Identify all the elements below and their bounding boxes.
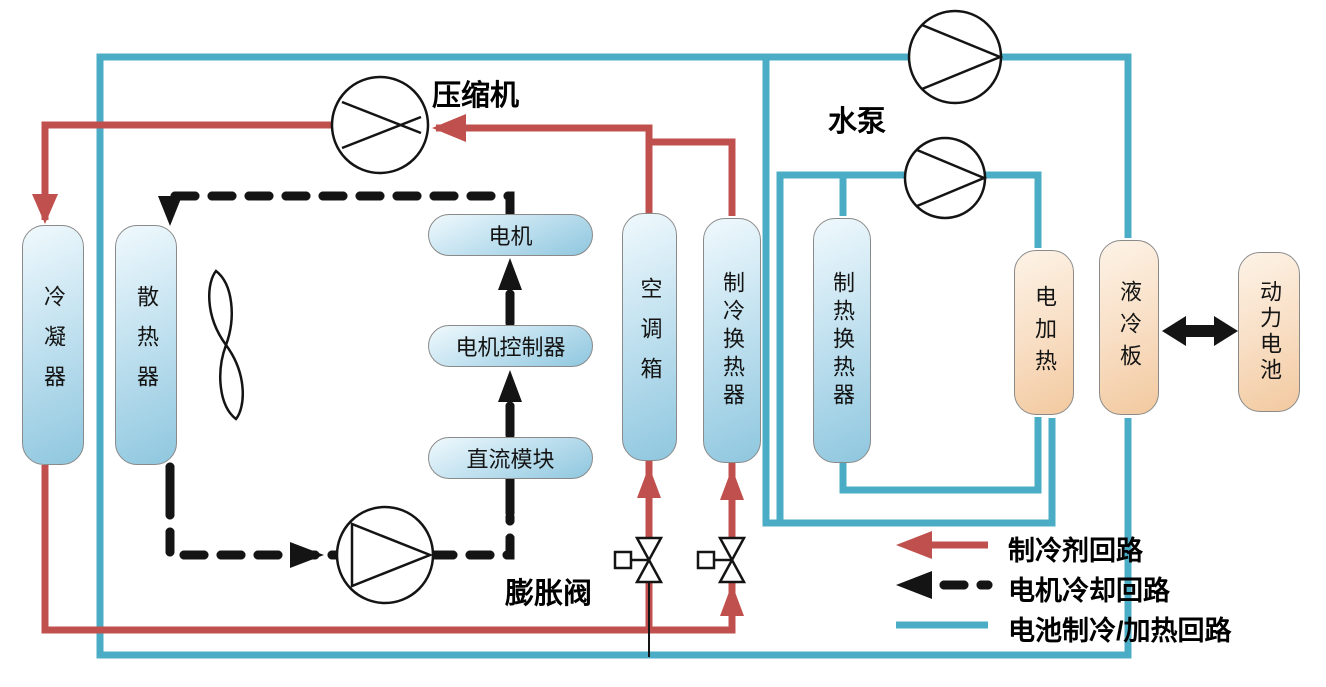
- expansion-valve-icon: [634, 557, 664, 584]
- arrow-into-valve: [720, 584, 744, 616]
- arrow-into-controller: [498, 370, 522, 402]
- motor-label: 电机: [488, 224, 533, 249]
- radiator-label: 散热器: [134, 285, 159, 405]
- radiator-box: 散热器: [115, 225, 177, 465]
- thermal-coupling-arrow: [1162, 316, 1238, 346]
- compressor-label: 压缩机: [432, 80, 520, 112]
- dc-module-box: 直流模块: [428, 437, 593, 479]
- cooling-hx-box: 制冷换热器: [703, 218, 761, 463]
- electric-heater-label: 电加热: [1032, 284, 1057, 381]
- expansion-valve-icon: [717, 557, 747, 584]
- battery-loop-pipes: [96, 53, 1132, 659]
- legend-item-battery-loop: 电池制冷/加热回路: [1008, 616, 1232, 646]
- fan-icon: [208, 269, 233, 348]
- motor-controller-box: 电机控制器: [428, 325, 593, 367]
- arrow-into-motor: [498, 258, 522, 290]
- legend-motor-arrow: [896, 571, 932, 599]
- electric-heater-box: 电加热: [1014, 250, 1074, 415]
- hvac-box: 空调箱: [622, 213, 677, 461]
- legend-refrigerant-arrow: [896, 531, 932, 559]
- heating-hx-label: 制热换热器: [830, 270, 855, 411]
- condenser-label: 冷凝器: [41, 285, 66, 405]
- liquid-cooling-plate-box: 液冷板: [1099, 240, 1159, 415]
- water-pump-label: 水泵: [828, 106, 887, 138]
- motor-cooling-pipes: [165, 191, 650, 657]
- power-battery-box: 动力电池: [1238, 252, 1300, 412]
- expansion-valve-label: 膨胀阀: [505, 578, 593, 610]
- arrow-into-hvac-box: [637, 466, 661, 498]
- compressor-icon: [330, 75, 430, 175]
- condenser-box: 冷凝器: [22, 225, 84, 465]
- arrow-into-pump: [290, 542, 324, 568]
- expansion-valves: [613, 536, 747, 584]
- arrow-into-radiator: [158, 196, 182, 226]
- motor-box: 电机: [428, 214, 593, 256]
- motor-controller-label: 电机控制器: [455, 335, 566, 360]
- arrow-into-cooling-hx: [720, 468, 744, 500]
- machine-symbols: [208, 9, 1004, 605]
- hvac-box-label: 空调箱: [637, 277, 663, 397]
- legend-item-refrigerant: 制冷剂回路: [1008, 536, 1143, 566]
- expansion-valve-icon: [634, 536, 664, 563]
- valve-actuator-icon: [696, 550, 716, 570]
- heating-hx-box: 制热换热器: [813, 218, 871, 463]
- pump-triangle-icon: [350, 522, 434, 588]
- power-battery-label: 动力电池: [1257, 280, 1282, 384]
- dc-module-label: 直流模块: [466, 447, 555, 472]
- flow-arrows: [32, 114, 744, 616]
- arrow-into-compressor: [432, 114, 466, 142]
- fan-icon: [219, 342, 244, 421]
- legend-item-motor-cooling: 电机冷却回路: [1008, 576, 1170, 606]
- expansion-valve-icon: [717, 536, 747, 563]
- arrow-into-condenser: [32, 194, 58, 224]
- legend-symbols: [896, 531, 993, 629]
- cooling-hx-label: 制冷换热器: [720, 270, 745, 411]
- liquid-cooling-plate-label: 液冷板: [1117, 279, 1142, 376]
- valve-actuator-icon: [613, 550, 633, 570]
